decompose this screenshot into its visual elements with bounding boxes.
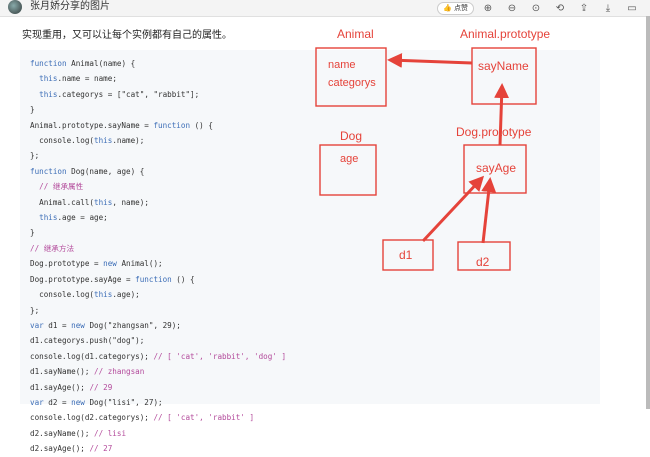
- code-text: function Animal(name) { this.name = name…: [30, 56, 286, 457]
- code-line: }: [30, 228, 35, 238]
- image-title: 张月娇分享的图片: [30, 1, 110, 12]
- code-line: this.name = name;: [39, 74, 117, 84]
- viewer-toolbar: 👍 点赞 ⊕ ⊖ ⊙ ⟲ ⇪ ⤓ ▭: [437, 0, 642, 16]
- window-edge: [646, 16, 650, 409]
- like-label: 点赞: [454, 4, 468, 12]
- code-line: // 继承属性: [39, 182, 84, 192]
- code-line: d1.categorys.push("dog");: [30, 336, 145, 346]
- code-line: console.log(this.name);: [30, 136, 145, 146]
- code-block: function Animal(name) { this.name = name…: [20, 50, 600, 453]
- zoom-out-icon[interactable]: ⊖: [507, 2, 517, 14]
- code-line: this.age = age;: [39, 213, 108, 223]
- animal-prototype-label: Animal.prototype: [460, 27, 550, 41]
- code-line: }: [30, 105, 35, 115]
- viewer-header: 张月娇分享的图片 👍 点赞 ⊕ ⊖ ⊙ ⟲ ⇪ ⤓ ▭: [0, 0, 650, 17]
- code-line: console.log(d1.categorys); // [ 'cat', '…: [30, 351, 287, 361]
- intro-text: 实现重用，又可以让每个实例都有自己的属性。: [22, 30, 232, 41]
- code-line: var d1 = new Dog("zhangsan", 29);: [30, 320, 181, 330]
- animal-label: Animal: [337, 27, 374, 41]
- rotate-icon[interactable]: ⟲: [555, 2, 565, 14]
- fit-screen-icon[interactable]: ⊙: [531, 2, 541, 14]
- code-line: d2.sayName(); // lisi: [30, 428, 127, 438]
- code-line: };: [30, 305, 40, 315]
- avatar[interactable]: [8, 0, 22, 14]
- like-button[interactable]: 👍 点赞: [437, 1, 474, 15]
- code-line: this.categorys = ["cat", "rabbit"];: [39, 89, 200, 99]
- code-line: };: [30, 151, 40, 161]
- code-line: var d2 = new Dog("lisi", 27);: [30, 397, 163, 407]
- code-line: Animal.call(this, name);: [30, 197, 149, 207]
- zoom-in-icon[interactable]: ⊕: [483, 2, 493, 14]
- code-line: console.log(d2.categorys); // [ 'cat', '…: [30, 413, 255, 423]
- thumbs-up-icon: 👍: [443, 4, 452, 12]
- code-line: d1.sayName(); // zhangsan: [30, 367, 145, 377]
- code-line: console.log(this.age);: [30, 290, 140, 300]
- code-line: d2.sayAge(); // 27: [30, 444, 113, 454]
- code-line: function Animal(name) {: [30, 59, 136, 68]
- code-line: Dog.prototype = new Animal();: [30, 259, 163, 269]
- code-line: Dog.prototype.sayAge = function () {: [30, 274, 195, 284]
- code-line: Animal.prototype.sayName = function () {: [30, 120, 213, 130]
- code-line: d1.sayAge(); // 29: [30, 382, 113, 392]
- comment-icon[interactable]: ▭: [627, 2, 637, 14]
- share-icon[interactable]: ⇪: [579, 2, 589, 14]
- download-icon[interactable]: ⤓: [605, 2, 611, 14]
- code-line: // 继承方法: [30, 243, 75, 253]
- code-line: function Dog(name, age) {: [30, 166, 145, 176]
